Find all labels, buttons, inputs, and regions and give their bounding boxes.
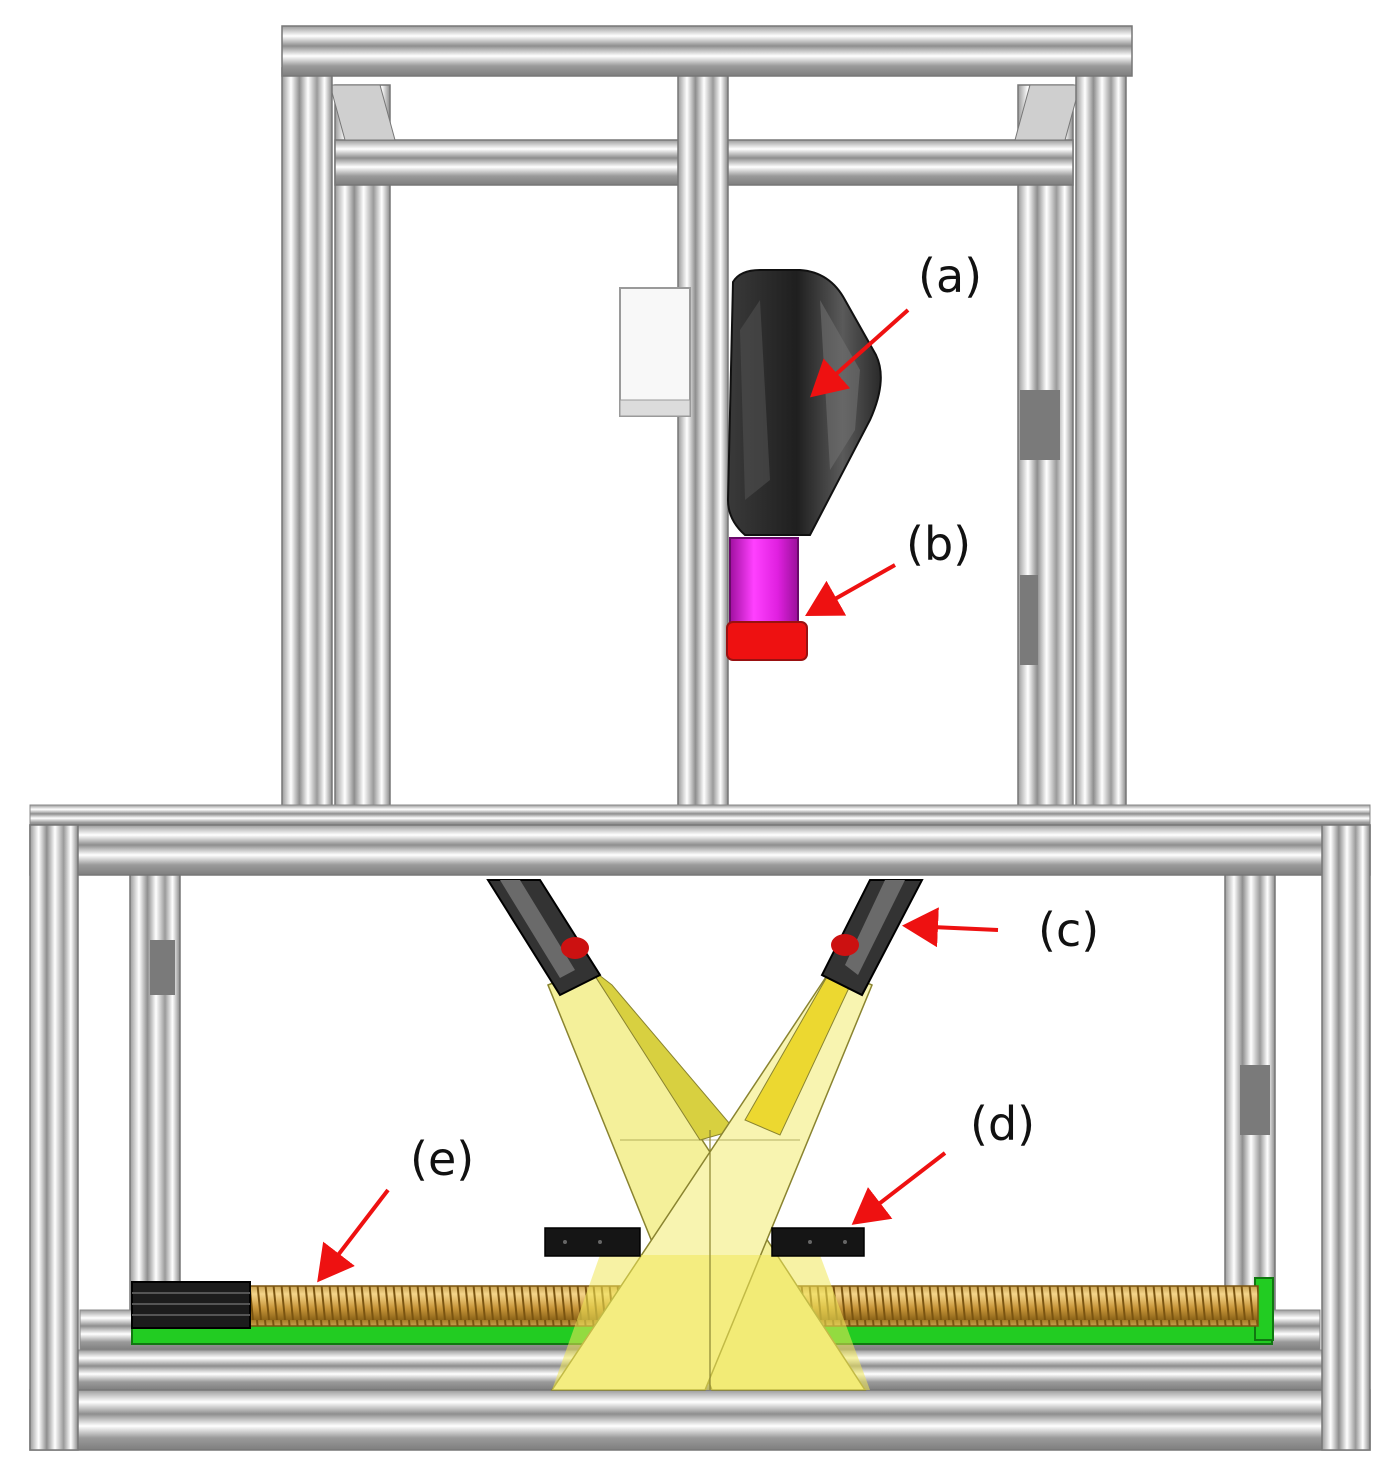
bracket [1240,1065,1270,1135]
arrow-b [805,563,896,616]
arrow-c [902,907,999,948]
stage-mount-right [771,1227,865,1257]
light-beams [547,967,873,1391]
light-beam-base [552,1255,870,1390]
upper-back-post-left [334,84,391,826]
label-a: (a) [918,249,982,303]
mounting-box [619,287,691,417]
mounting-box-edge [619,399,691,417]
bracket [1020,575,1038,665]
lens-ring [726,621,808,661]
camera [726,269,882,536]
upper-frame [281,25,1133,829]
upper-top-beam [281,25,1133,77]
label-c: (c) [1038,903,1099,957]
lower-base-front-beam [29,1389,1371,1451]
lower-front-post-right [1321,824,1371,1451]
bracket [150,940,175,995]
upper-corner-right [1014,84,1081,141]
camera-highlight [740,300,770,500]
stage-mount-left [544,1227,641,1257]
label-d: (d) [970,1097,1035,1151]
lens-barrel [729,537,799,627]
light-source-right [820,879,924,997]
arrows [317,308,999,1283]
lower-top-back-beam [29,804,1371,828]
arrow-a [810,308,910,398]
label-b: (b) [906,517,971,571]
lower-top-front-beam [29,824,1371,876]
label-e: (e) [410,1132,474,1186]
lens [726,537,808,661]
lower-back-post-left [129,869,181,1311]
bracket [1020,390,1060,460]
upper-corner-left [329,84,396,141]
upper-front-post-right [1075,67,1127,829]
arrow-e [317,1188,390,1283]
lower-front-post-left [29,824,79,1451]
light-source-left [486,879,602,997]
upper-front-post-left [281,67,333,829]
lower-frame [29,804,1371,1451]
sample-stage-mounts [544,1227,865,1257]
upper-front-post-middle [677,67,729,829]
stepper-motor [131,1281,251,1329]
arrow-d [851,1151,947,1225]
